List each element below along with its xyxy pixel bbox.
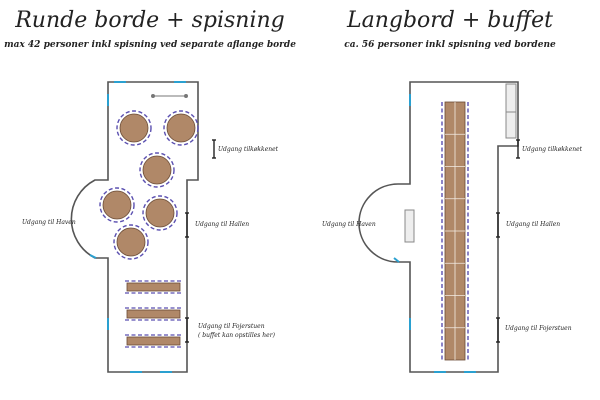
left-scale-mark bbox=[151, 94, 188, 98]
long-table bbox=[126, 282, 181, 292]
round-table bbox=[145, 198, 175, 228]
right-label-hall: Udgang til Hallen bbox=[506, 221, 561, 228]
right-doors bbox=[393, 94, 476, 373]
left-plan-title: Runde borde + spisning bbox=[15, 8, 285, 33]
round-table bbox=[166, 113, 196, 143]
left-plan-subtitle: max 42 personer inkl spisning ved separa… bbox=[4, 40, 296, 50]
round-tables bbox=[99, 110, 199, 260]
round-table bbox=[116, 227, 146, 257]
long-table bbox=[126, 336, 181, 346]
buffet-block-lower bbox=[505, 111, 517, 139]
buffet-block-top bbox=[505, 83, 517, 113]
right-label-foyer: Udgang til Fojerstuen bbox=[505, 325, 572, 332]
left-label-foyer-note: ( buffet kan opstilles her) bbox=[198, 332, 275, 339]
left-label-foyer: Udgang til Fojerstuen bbox=[198, 323, 265, 330]
round-table-chairs bbox=[139, 152, 175, 188]
left-doors bbox=[89, 81, 186, 373]
left-door-garden bbox=[89, 254, 97, 259]
round-table bbox=[102, 190, 132, 220]
left-long-tables bbox=[125, 280, 182, 348]
right-exit-markers bbox=[496, 139, 520, 343]
buffet-block-garden bbox=[404, 209, 415, 243]
round-table-chairs bbox=[116, 110, 152, 146]
left-label-garden: Udgang til Haven bbox=[22, 219, 76, 226]
left-label-hall: Udgang til Hallen bbox=[195, 221, 250, 228]
long-table bbox=[126, 309, 181, 319]
round-table bbox=[142, 155, 172, 185]
right-buffet-blocks bbox=[404, 83, 517, 243]
left-room-walls bbox=[70, 81, 199, 373]
right-label-kitchen: Udgang tilkøkkenet bbox=[522, 146, 583, 153]
round-table-chairs bbox=[163, 110, 199, 146]
left-label-kitchen: Udgang tilkøkkenet bbox=[218, 146, 279, 153]
banquet-table bbox=[441, 101, 469, 361]
right-room-walls bbox=[358, 81, 519, 373]
right-label-garden: Udgang til Haven bbox=[322, 221, 376, 228]
right-plan-subtitle: ca. 56 personer inkl spisning ved borden… bbox=[344, 40, 556, 50]
right-plan-title: Langbord + buffet bbox=[346, 8, 554, 33]
round-table bbox=[119, 113, 149, 143]
round-table-chairs bbox=[99, 187, 135, 223]
round-table-chairs bbox=[142, 195, 178, 231]
right-door-garden bbox=[393, 257, 400, 263]
round-table-chairs bbox=[113, 224, 149, 260]
left-exit-markers bbox=[185, 139, 216, 343]
